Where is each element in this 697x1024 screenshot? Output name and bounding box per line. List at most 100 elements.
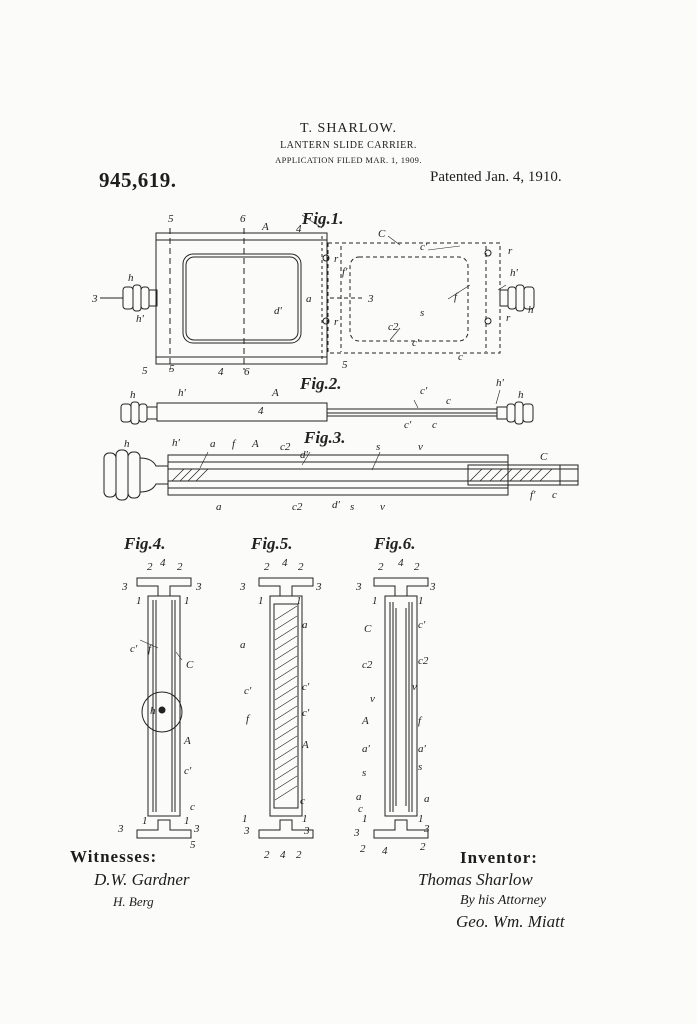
svg-text:2: 2 <box>298 561 304 573</box>
svg-text:1: 1 <box>418 595 424 607</box>
svg-text:f: f <box>232 438 237 450</box>
svg-text:c2: c2 <box>418 655 429 667</box>
svg-text:2: 2 <box>420 841 426 853</box>
svg-text:f: f <box>418 715 423 727</box>
svg-text:c: c <box>458 351 463 363</box>
figure-6-label: Fig.6. <box>373 534 416 553</box>
svg-text:3: 3 <box>239 581 246 593</box>
svg-text:1: 1 <box>142 815 148 827</box>
svg-text:f: f <box>246 713 251 725</box>
svg-text:5: 5 <box>342 359 348 371</box>
svg-text:3: 3 <box>121 581 128 593</box>
svg-text:h′: h′ <box>172 437 181 449</box>
svg-text:c2: c2 <box>388 321 399 333</box>
svg-text:a′: a′ <box>362 743 371 755</box>
svg-text:3: 3 <box>243 825 250 837</box>
svg-text:c′: c′ <box>420 241 428 253</box>
svg-text:c′: c′ <box>184 765 192 777</box>
svg-text:c2: c2 <box>280 441 291 453</box>
svg-text:A: A <box>271 387 279 399</box>
svg-text:f′: f′ <box>342 266 348 278</box>
svg-text:d′: d′ <box>332 499 341 511</box>
figure-3-label: Fig.3. <box>303 428 346 447</box>
svg-text:v: v <box>412 681 417 693</box>
svg-text:h: h <box>150 705 156 717</box>
svg-text:2: 2 <box>177 561 183 573</box>
svg-text:s: s <box>376 441 380 453</box>
svg-text:A: A <box>301 739 309 751</box>
svg-text:r: r <box>506 312 511 324</box>
svg-text:c: c <box>300 795 305 807</box>
svg-text:C: C <box>540 451 548 463</box>
svg-text:c2: c2 <box>362 659 373 671</box>
svg-text:3: 3 <box>353 827 360 839</box>
svg-text:c′: c′ <box>302 707 310 719</box>
figure-3-hatching <box>171 468 553 482</box>
svg-text:3: 3 <box>91 293 98 305</box>
figure-5-label: Fig.5. <box>250 534 293 553</box>
svg-text:h: h <box>124 438 130 450</box>
svg-text:v: v <box>418 441 423 453</box>
svg-text:3: 3 <box>367 293 374 305</box>
svg-text:r: r <box>334 253 339 265</box>
svg-text:c′: c′ <box>420 385 428 397</box>
svg-text:v: v <box>380 501 385 513</box>
svg-text:2: 2 <box>378 561 384 573</box>
svg-text:2: 2 <box>264 849 270 861</box>
svg-text:3: 3 <box>315 581 322 593</box>
application-filed: APPLICATION FILED MAR. 1, 1909. <box>275 155 422 165</box>
svg-text:c: c <box>446 395 451 407</box>
witnesses-label: Witnesses: <box>70 847 158 866</box>
svg-text:4: 4 <box>280 849 286 861</box>
svg-text:h′: h′ <box>510 267 519 279</box>
svg-text:h′: h′ <box>496 377 505 389</box>
svg-text:s: s <box>362 767 366 779</box>
svg-text:5: 5 <box>190 839 196 851</box>
svg-text:a: a <box>240 639 246 651</box>
figure-3-drawing <box>103 449 579 501</box>
svg-text:c: c <box>432 419 437 431</box>
svg-text:s: s <box>420 307 424 319</box>
svg-text:h′: h′ <box>178 387 187 399</box>
svg-text:1: 1 <box>372 595 378 607</box>
svg-text:4: 4 <box>282 557 288 569</box>
inventor-signature: Thomas Sharlow <box>418 870 533 889</box>
svg-text:c: c <box>358 803 363 815</box>
svg-text:a: a <box>302 619 308 631</box>
svg-text:c′: c′ <box>130 643 138 655</box>
svg-text:c2: c2 <box>292 501 303 513</box>
svg-text:s: s <box>350 501 354 513</box>
svg-text:4: 4 <box>382 845 388 857</box>
patent-number: 945,619. <box>99 168 177 192</box>
svg-text:h: h <box>528 304 534 316</box>
svg-text:3: 3 <box>423 823 430 835</box>
svg-text:4: 4 <box>160 557 166 569</box>
patented-date: Patented Jan. 4, 1910. <box>430 169 562 185</box>
svg-text:a: a <box>424 793 430 805</box>
svg-text:C: C <box>364 623 372 635</box>
svg-text:2: 2 <box>414 561 420 573</box>
svg-text:h′: h′ <box>136 313 145 325</box>
svg-text:A: A <box>183 735 191 747</box>
svg-text:s: s <box>418 761 422 773</box>
by-attorney-text: By his Attorney <box>460 893 547 908</box>
svg-text:f: f <box>454 291 459 303</box>
witness-signature-2: H. Berg <box>113 894 154 909</box>
witness-signature-1: D.W. Gardner <box>94 870 190 889</box>
figure-5-hatching <box>274 605 298 801</box>
svg-text:2: 2 <box>360 843 366 855</box>
figure-6-drawing <box>373 577 429 839</box>
svg-text:a: a <box>306 293 312 305</box>
figure-2-label: Fig.2. <box>299 374 342 393</box>
svg-text:3: 3 <box>303 825 310 837</box>
svg-text:1: 1 <box>258 595 264 607</box>
svg-text:4: 4 <box>296 223 302 235</box>
svg-text:r: r <box>508 245 513 257</box>
figure-5-drawing <box>258 577 314 839</box>
svg-text:v: v <box>370 693 375 705</box>
figure-4-drawing <box>136 577 192 839</box>
svg-text:c: c <box>552 489 557 501</box>
svg-text:1: 1 <box>184 595 190 607</box>
svg-text:1: 1 <box>362 813 368 825</box>
